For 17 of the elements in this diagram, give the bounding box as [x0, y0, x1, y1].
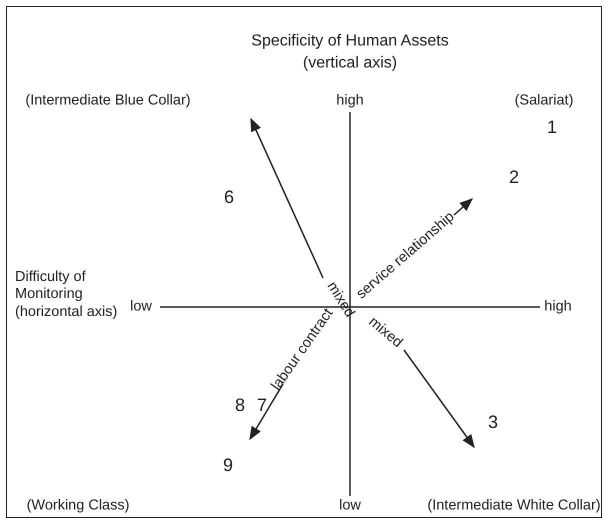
axis-title: Difficulty of Monitoring (horizontal axis): [15, 268, 118, 322]
callout-number: 3: [488, 412, 498, 434]
category-label: (Salariat): [514, 92, 574, 110]
axis-end-label: low: [339, 497, 361, 515]
category-label: (Intermediate Blue Collar): [25, 92, 191, 110]
callout-number: 6: [224, 187, 234, 209]
callout-number: 9: [223, 455, 233, 477]
axis-end-label: high: [336, 92, 364, 110]
category-label: (Working Class): [26, 497, 130, 515]
axis-end-label: low: [130, 298, 152, 316]
callout-number: 1: [547, 117, 557, 139]
callout-number: 7: [257, 395, 267, 417]
axis-end-label: high: [544, 298, 572, 316]
axis-title: Specificity of Human Assets (vertical axis): [250, 31, 450, 73]
callout-number: 8: [235, 395, 245, 417]
callout-number: 2: [509, 167, 519, 189]
category-label: (Intermediate White Collar): [427, 497, 601, 515]
